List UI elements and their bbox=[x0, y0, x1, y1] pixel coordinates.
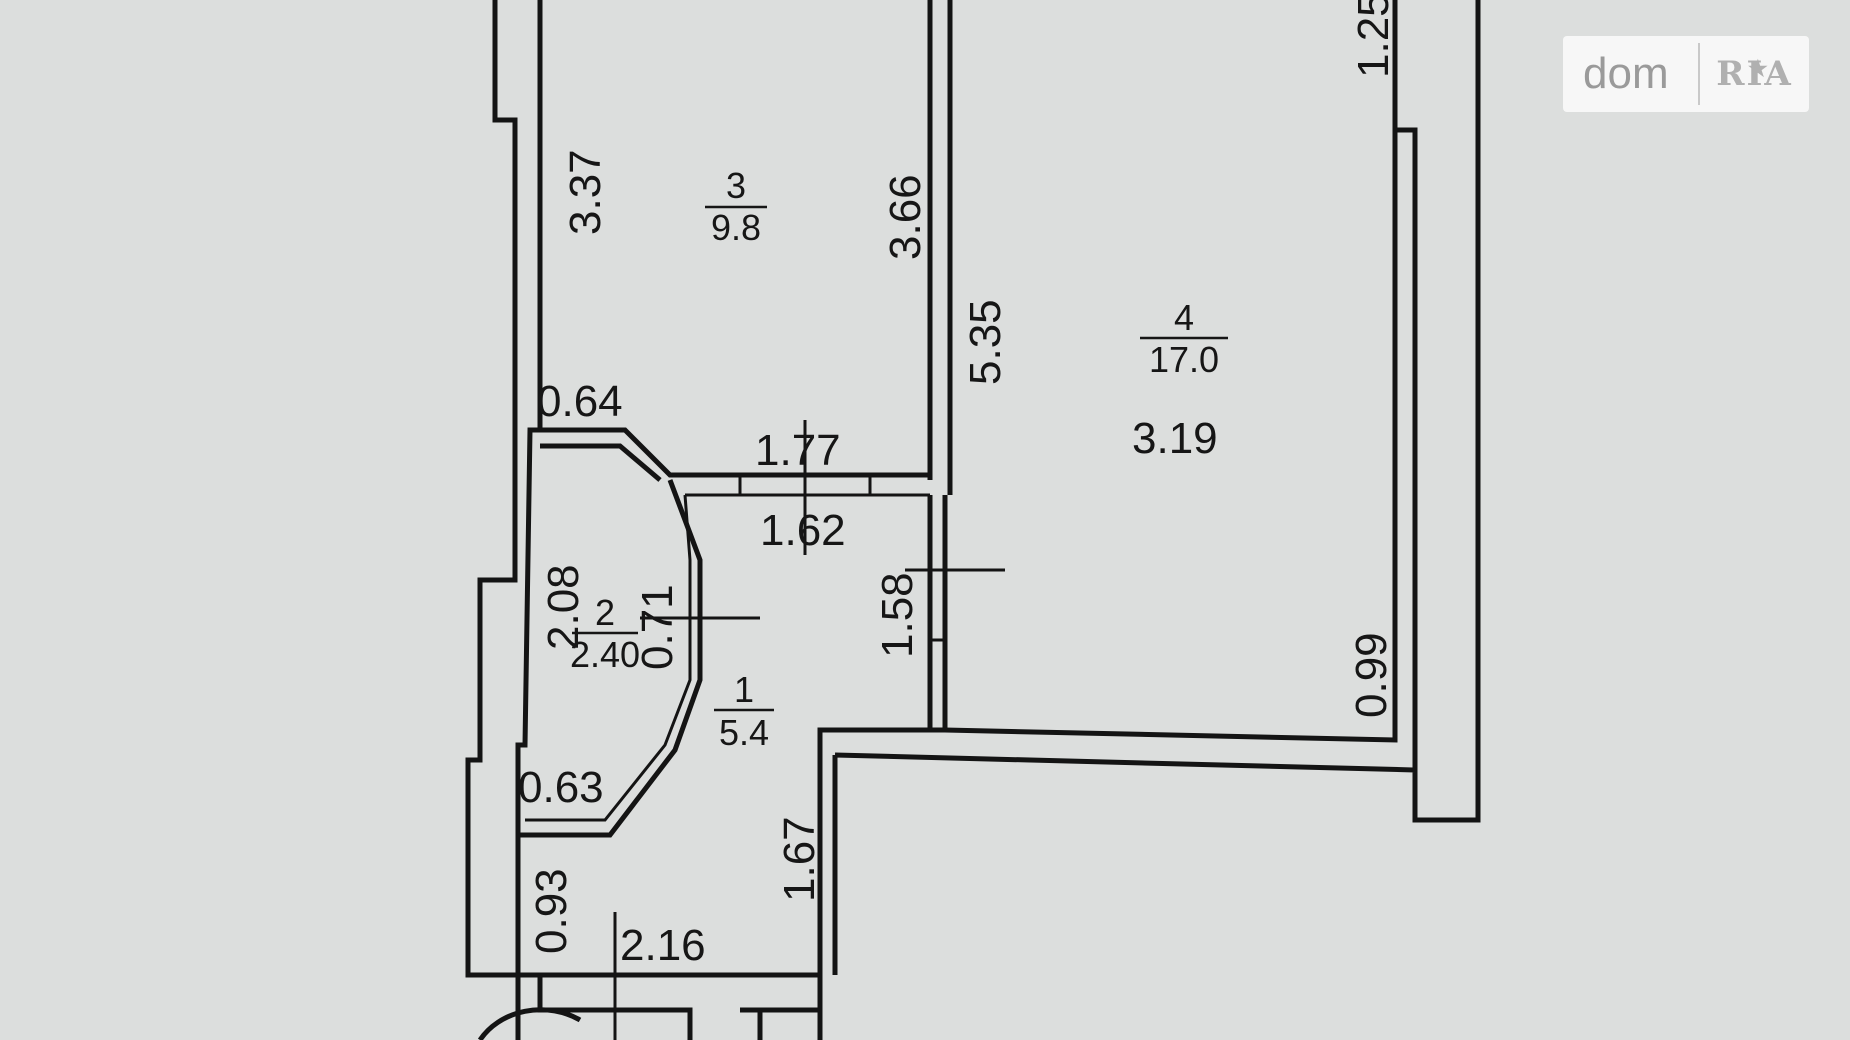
left-inner-wall bbox=[515, 0, 543, 975]
room-area: 5.4 bbox=[719, 712, 769, 753]
room3-bottom-wall bbox=[540, 427, 930, 478]
bathroom-wall-inner bbox=[525, 494, 692, 822]
room-number: 4 bbox=[1174, 297, 1194, 338]
dimension-label: 0.93 bbox=[527, 868, 576, 954]
room-number: 3 bbox=[726, 165, 746, 206]
entrance-wall bbox=[515, 975, 820, 1040]
balcony-wall bbox=[1392, 0, 1418, 770]
dimension-label: 0.63 bbox=[518, 763, 604, 812]
dimension-label: 3.19 bbox=[1132, 414, 1218, 463]
room-area: 2.40 bbox=[570, 634, 640, 675]
dimension-label: 0.64 bbox=[537, 377, 623, 426]
dimension-label: 3.66 bbox=[881, 174, 930, 260]
room-area: 17.0 bbox=[1149, 339, 1219, 380]
room-1-label: 1 5.4 bbox=[714, 669, 774, 753]
dimension-label: 3.37 bbox=[561, 149, 610, 235]
dimension-label: 1.62 bbox=[760, 506, 846, 555]
corridor-right-wall bbox=[927, 495, 948, 730]
watermark-text: dom bbox=[1583, 49, 1669, 98]
room-3-label: 3 9.8 bbox=[705, 165, 767, 248]
room-4-label: 4 17.0 bbox=[1140, 297, 1228, 380]
dimension-label: 1.77 bbox=[755, 426, 841, 475]
room-area: 9.8 bbox=[711, 207, 761, 248]
left-outer-wall bbox=[465, 0, 823, 1040]
dimension-label: 1.25 bbox=[1349, 0, 1398, 78]
dimension-label: 2.08 bbox=[539, 564, 588, 650]
room-number: 1 bbox=[734, 669, 754, 710]
dimension-label: 0.71 bbox=[633, 584, 682, 670]
room4-bottom-wall bbox=[944, 0, 1398, 743]
room-2-label: 2 2.40 bbox=[570, 592, 640, 675]
balcony-edge bbox=[1415, 0, 1480, 822]
room3-bottom-wall-inner bbox=[540, 443, 662, 482]
room3-right-wall bbox=[927, 0, 953, 495]
dimension-label: 1.58 bbox=[873, 572, 922, 658]
dimension-label: 1.67 bbox=[775, 816, 824, 902]
dimension-label: 2.16 bbox=[620, 921, 706, 970]
entry-wall bbox=[817, 0, 1481, 975]
room-number: 2 bbox=[595, 592, 615, 633]
entrance-door-arc bbox=[477, 1007, 582, 1040]
bathroom-wall bbox=[518, 479, 703, 838]
ria-logo: ★ RIA bbox=[1700, 54, 1809, 94]
dimension-label: 0.99 bbox=[1347, 632, 1396, 718]
dom-ria-watermark: dom ★ RIA bbox=[1563, 36, 1809, 112]
star-icon: ★ bbox=[1748, 56, 1770, 82]
watermark-divider bbox=[1698, 43, 1700, 105]
dimension-label: 5.35 bbox=[961, 299, 1010, 385]
ria-logo-text: RIA bbox=[1716, 54, 1793, 94]
